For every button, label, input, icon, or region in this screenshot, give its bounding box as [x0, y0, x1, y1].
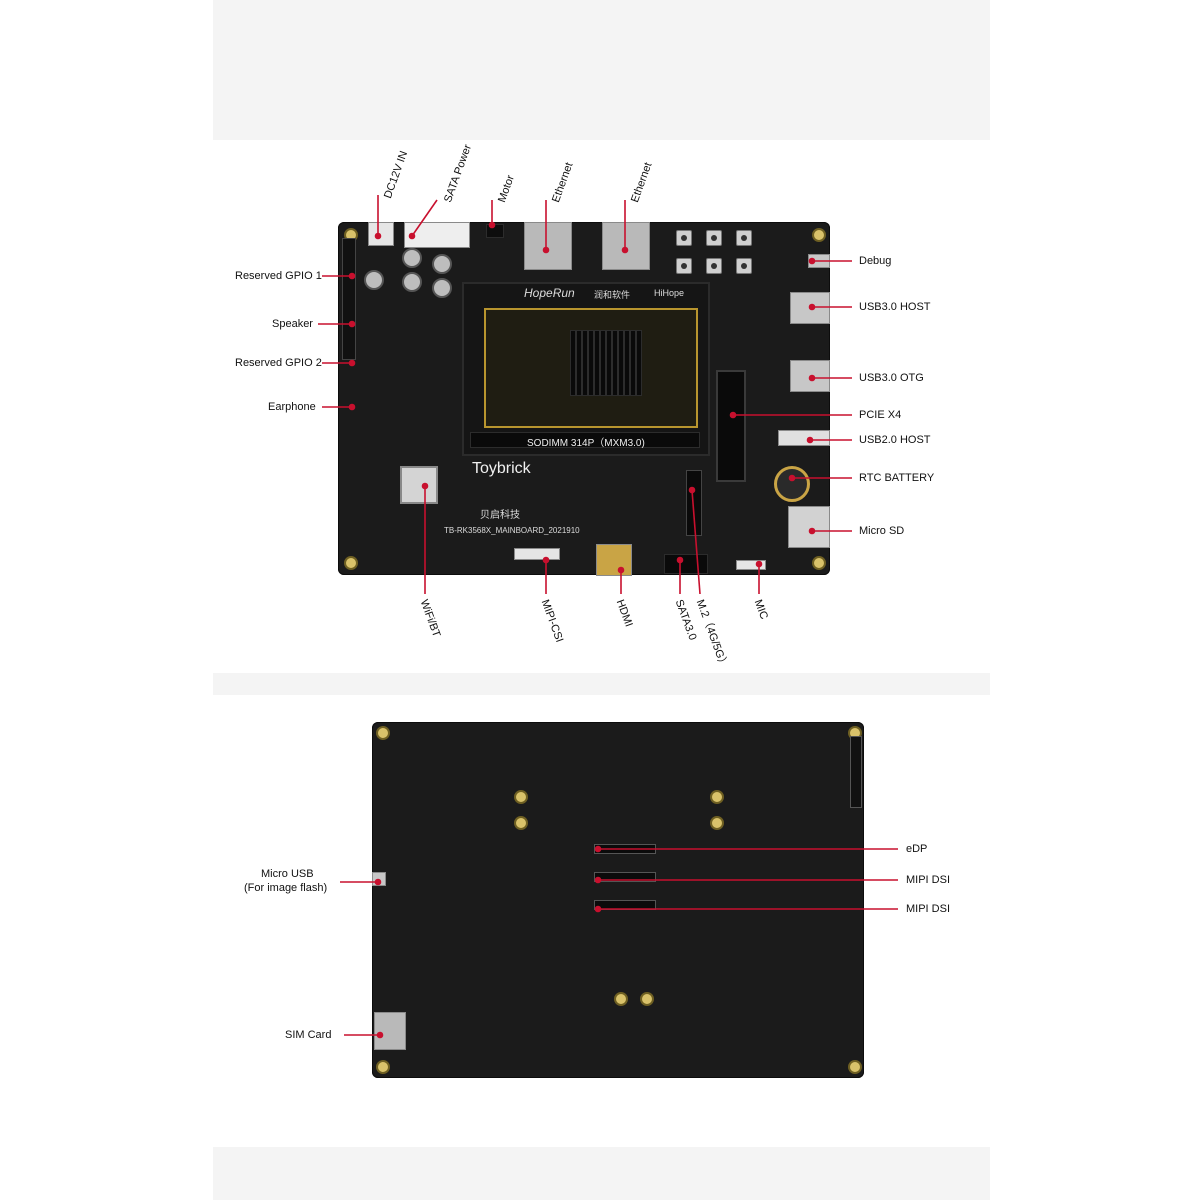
key-button: [736, 230, 752, 246]
debug-usb: [808, 254, 830, 268]
label-speaker: Speaker: [272, 318, 313, 330]
label-micro-usb-sub: (For image flash): [244, 882, 328, 894]
mount-hole: [640, 992, 654, 1006]
micro-usb-port: [372, 872, 386, 886]
mount-hole: [812, 556, 826, 570]
sim-slot: [374, 1012, 406, 1050]
mic-connector: [736, 560, 766, 570]
mount-hole: [514, 790, 528, 804]
label-usb30-otg: USB3.0 OTG: [859, 372, 924, 384]
dc-jack: [368, 222, 394, 246]
mainboard-bottom: [372, 722, 864, 1078]
module-logo: HopeRun: [524, 286, 575, 300]
bottom-band: [213, 1147, 990, 1200]
mipi-dsi-connector-2: [594, 900, 656, 910]
key-button: [676, 258, 692, 274]
label-edp: eDP: [906, 843, 928, 855]
label-mipi-dsi-1: MIPI DSI: [906, 874, 951, 886]
heatsink: [570, 330, 642, 396]
mipi-dsi-connector-1: [594, 872, 656, 882]
mount-hole: [376, 1060, 390, 1074]
mount-hole: [344, 556, 358, 570]
mount-hole: [614, 992, 628, 1006]
key-button: [706, 230, 722, 246]
wifi-module: [400, 466, 438, 504]
module-cn: 润和软件: [594, 290, 631, 300]
som-pcb: [484, 308, 698, 428]
top-band: [213, 0, 990, 140]
microsd-slot: [788, 506, 830, 548]
label-debug: Debug: [859, 255, 892, 267]
key-button: [676, 230, 692, 246]
usb3-host-port: [790, 292, 830, 324]
mount-hole: [710, 790, 724, 804]
board-id: TB-RK3568X_MAINBOARD_2021910: [444, 526, 580, 535]
gpio-header: [342, 238, 356, 360]
rtc-battery-holder: [774, 466, 810, 502]
mount-hole: [514, 816, 528, 830]
label-usb20-host: USB2.0 HOST: [859, 434, 931, 446]
label-micro-usb: Micro USB: [261, 868, 314, 880]
mainboard-top: HopeRun 润和软件 HiHope SODIMM 314P（MXM3.0) …: [338, 222, 830, 576]
som-module: HopeRun 润和软件 HiHope SODIMM 314P（MXM3.0): [462, 282, 710, 456]
capacitor: [402, 272, 422, 292]
hdmi-port: [596, 544, 632, 576]
usb3-otg-port: [790, 360, 830, 392]
label-sim: SIM Card: [285, 1029, 332, 1041]
capacitor: [364, 270, 384, 290]
mount-hole: [376, 726, 390, 740]
capacitor: [432, 254, 452, 274]
mount-hole: [848, 1060, 862, 1074]
motor-connector: [486, 224, 504, 238]
label-rtc: RTC BATTERY: [859, 472, 935, 484]
m2-slot: [686, 470, 702, 536]
label-earphone: Earphone: [268, 401, 316, 413]
brand-cn: 贝启科技: [480, 510, 520, 521]
sata-data-port: [664, 554, 708, 574]
label-usb30-host: USB3.0 HOST: [859, 301, 931, 313]
middle-band: [213, 673, 990, 695]
key-button: [706, 258, 722, 274]
sodimm-slot: SODIMM 314P（MXM3.0): [470, 432, 700, 449]
key-button: [736, 258, 752, 274]
brand-logo: Toybrick: [472, 460, 531, 477]
mount-hole: [812, 228, 826, 242]
label-gpio2: Reserved GPIO 2: [235, 357, 322, 369]
label-mipi-dsi-2: MIPI DSI: [906, 903, 951, 915]
sata-power-connector: [404, 222, 470, 248]
capacitor: [432, 278, 452, 298]
mount-hole: [710, 816, 724, 830]
edp-connector: [594, 844, 656, 854]
sodimm-text: SODIMM 314P（MXM3.0): [527, 438, 645, 449]
hihope-logo: HiHope: [654, 288, 685, 298]
capacitor: [402, 248, 422, 268]
label-microsd: Micro SD: [859, 525, 905, 537]
label-gpio1: Reserved GPIO 1: [235, 270, 322, 282]
usb2-host-port: [778, 430, 830, 446]
ethernet-jack-2: [602, 222, 650, 270]
pin-header: [850, 736, 862, 808]
mipi-csi-connector: [514, 548, 560, 560]
pcie-slot: [716, 370, 746, 482]
ethernet-jack-1: [524, 222, 572, 270]
label-pcie: PCIE X4: [859, 409, 902, 421]
